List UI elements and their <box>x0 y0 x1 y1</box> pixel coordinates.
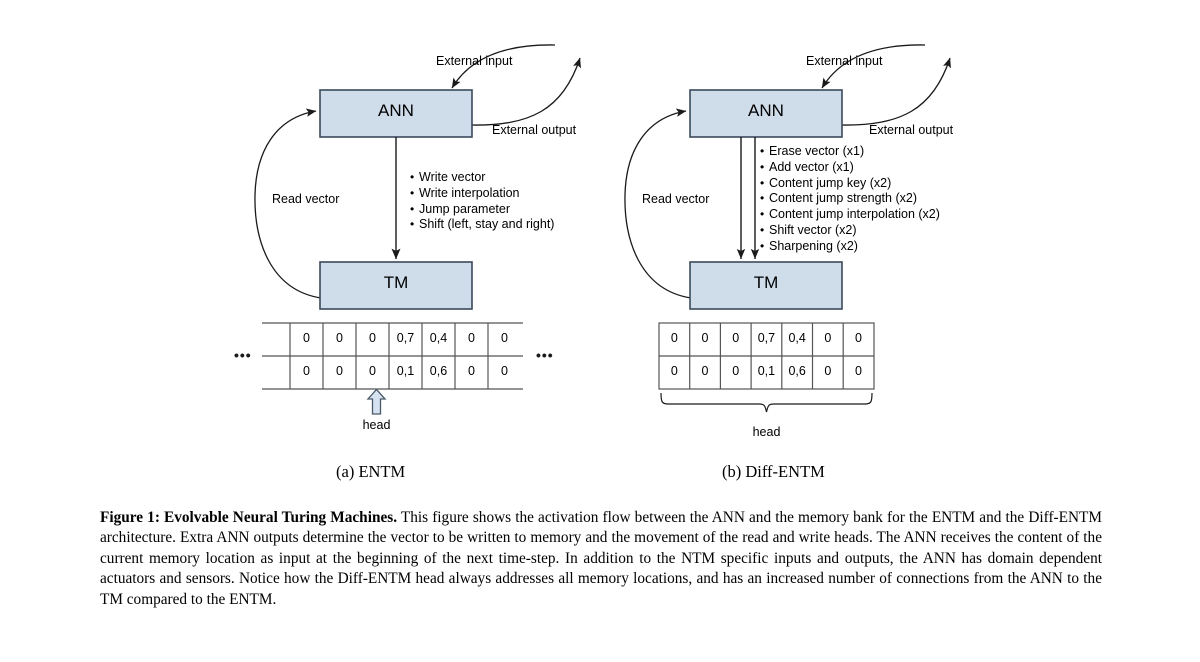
external-input-arrow-diff <box>821 44 926 89</box>
ann-to-tm-bullets-diff: Erase vector (x1) Add vector (x1) Conten… <box>760 144 940 255</box>
panel-entm <box>254 44 581 415</box>
tm-box-label-diff: TM <box>753 273 779 292</box>
tape-cell: 0 <box>701 331 709 345</box>
external-input-label-diff: External input <box>806 54 883 68</box>
external-output-arrow-entm <box>470 57 581 126</box>
ann-to-tm-bullets-entm: Write vector Write interpolation Jump pa… <box>410 170 554 233</box>
tm-box-label-entm: TM <box>383 273 409 292</box>
tape-cell: 0 <box>501 364 508 378</box>
bullet-item: Write interpolation <box>410 186 554 202</box>
figure-caption-lead: Figure 1: Evolvable Neural Turing Machin… <box>100 509 398 526</box>
external-output-arrow-diff <box>840 57 951 126</box>
tape-cell: 0 <box>670 331 678 345</box>
tape-cell: 0 <box>855 331 862 345</box>
bullet-item: Erase vector (x1) <box>760 144 940 160</box>
tape-cell: 0,6 <box>429 364 448 378</box>
tape-cell: 0 <box>824 364 832 378</box>
tape-cell: 0 <box>732 331 740 345</box>
tm-box-entm <box>319 261 473 310</box>
tape-cell: 0 <box>303 331 310 345</box>
read-vector-label-entm: Read vector <box>272 192 340 206</box>
tape-cell: 0 <box>336 331 343 345</box>
ann-box-entm <box>319 89 473 138</box>
read-vector-arrow-diff <box>624 108 692 299</box>
tape-cell: 0 <box>501 331 508 345</box>
read-vector-arrow-entm <box>254 108 322 299</box>
ann-box-diff <box>689 89 843 138</box>
panel-diff-entm <box>624 44 951 413</box>
bullet-item: Sharpening (x2) <box>760 239 940 255</box>
bullet-item: Write vector <box>410 170 554 186</box>
tape-cell: 0 <box>336 364 343 378</box>
tape-cell: 0 <box>732 364 740 378</box>
bullet-item: Content jump strength (x2) <box>760 191 940 207</box>
tape-cell: 0,6 <box>788 364 806 378</box>
tape-cell: 0,7 <box>396 331 415 345</box>
diagram-canvas <box>254 44 951 415</box>
memory-tape-entm <box>262 322 523 390</box>
tm-box-diff <box>689 261 843 310</box>
head-brace-diff <box>660 392 873 413</box>
bullet-item: Shift vector (x2) <box>760 223 940 239</box>
memory-tape-diff <box>658 322 875 390</box>
bullet-item: Shift (left, stay and right) <box>410 217 554 233</box>
tape-cell: 0,4 <box>429 331 448 345</box>
external-input-arrow-entm <box>451 44 556 89</box>
head-label-diff: head <box>752 425 781 439</box>
external-input-label-entm: External input <box>436 54 513 68</box>
external-output-label-entm: External output <box>492 123 577 137</box>
head-pointer-arrow-entm <box>366 388 387 415</box>
tape-cell: 0 <box>670 364 678 378</box>
tape-cell: 0 <box>468 364 475 378</box>
tape-cell: 0 <box>701 364 709 378</box>
head-label-entm: head <box>362 418 391 432</box>
figure-caption-body: This figure shows the activation flow be… <box>100 509 1102 608</box>
tape-right-ellipsis-entm: ••• <box>536 347 554 363</box>
tape-cell: 0 <box>369 364 376 378</box>
subcaption-entm: (a) ENTM <box>336 462 406 481</box>
subcaption-diff-entm: (b) Diff-ENTM <box>722 462 825 481</box>
tape-cell: 0,4 <box>788 331 806 345</box>
tape-cell: 0 <box>824 331 832 345</box>
figure-caption: Figure 1: Evolvable Neural Turing Machin… <box>100 508 1102 610</box>
tape-cell: 0,1 <box>757 364 776 378</box>
bullet-item: Content jump interpolation (x2) <box>760 207 940 223</box>
read-vector-label-diff: Read vector <box>642 192 710 206</box>
tape-cell: 0 <box>369 331 376 345</box>
tape-cell: 0 <box>855 364 862 378</box>
bullet-item: Add vector (x1) <box>760 160 940 176</box>
external-output-label-diff: External output <box>869 123 954 137</box>
tape-left-ellipsis-entm: ••• <box>234 347 252 363</box>
ann-box-label-entm: ANN <box>378 101 414 120</box>
tape-cell: 0 <box>303 364 310 378</box>
bullet-item: Content jump key (x2) <box>760 176 940 192</box>
tape-cell: 0,7 <box>757 331 776 345</box>
tape-cell: 0 <box>468 331 475 345</box>
ann-box-label-diff: ANN <box>748 101 784 120</box>
bullet-item: Jump parameter <box>410 202 554 218</box>
tape-cell: 0,1 <box>396 364 415 378</box>
